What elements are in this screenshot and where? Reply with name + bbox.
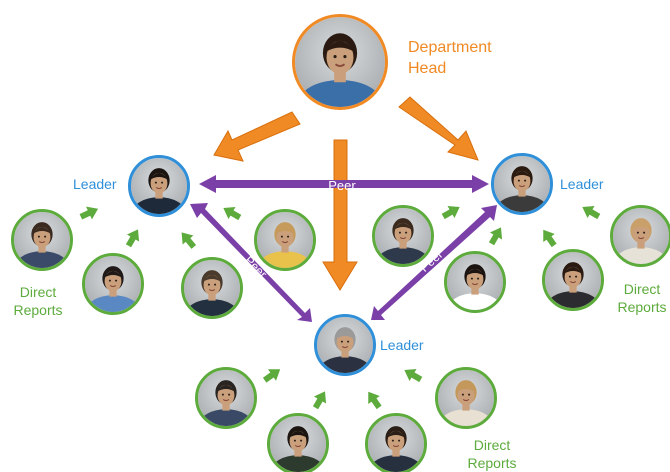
direct-reports-right-line2: Reports [617, 299, 666, 315]
green-arrow [543, 229, 557, 248]
department-head-label-line2: Head [408, 60, 446, 77]
direct-reports-left-line1: Direct [20, 284, 57, 300]
direct-reports-right-line1: Direct [624, 281, 661, 297]
peer-label-top: Peer [328, 178, 356, 193]
direct-report-photo-bottom-2 [267, 413, 329, 472]
green-arrow [312, 391, 327, 410]
direct-reports-left-line2: Reports [13, 302, 62, 318]
direct-reports-bottom-line1: Direct [474, 437, 511, 453]
labels: Department Head Leader Leader Leader Dir… [13, 39, 666, 471]
department-head-label-line1: Department [408, 39, 492, 56]
leader-label-left: Leader [73, 176, 117, 192]
green-arrow [79, 206, 99, 220]
leader-label-right: Leader [560, 176, 604, 192]
direct-report-photo-bottom-1 [195, 367, 257, 429]
direct-report-photo-right-3 [542, 249, 604, 311]
green-arrow [368, 391, 382, 410]
orange-arrows [213, 96, 479, 291]
green-arrow [181, 232, 197, 249]
arrow-head-to-right-leader [398, 96, 479, 161]
peer-arrow-leaders-horizontal [199, 175, 489, 193]
direct-report-photo-right-2 [444, 251, 506, 313]
direct-report-photo-right-1 [372, 205, 434, 267]
green-arrow [223, 206, 242, 221]
green-arrow [488, 227, 503, 246]
direct-reports-bottom-line2: Reports [467, 455, 516, 471]
direct-report-photo-left-1 [11, 209, 73, 271]
arrow-head-to-left-leader [213, 111, 301, 162]
green-arrow [582, 205, 601, 220]
direct-report-photo-right-4 [610, 205, 670, 267]
green-arrow [441, 205, 460, 220]
direct-report-photo-bottom-4 [435, 367, 497, 429]
leader-photo-left [128, 155, 190, 217]
direct-report-photo-left-3 [181, 257, 243, 319]
direct-report-photo-left-2 [82, 253, 144, 315]
department-head-photo [292, 14, 388, 110]
direct-report-photo-left-4 [254, 209, 316, 271]
green-arrow [125, 229, 140, 248]
direct-report-photo-bottom-3 [365, 413, 427, 472]
green-arrow [262, 369, 281, 383]
leader-photo-center [314, 314, 376, 376]
portraits [11, 14, 670, 472]
peer-arrow-left-to-center [190, 203, 312, 322]
green-arrow [404, 368, 423, 383]
leader-photo-right [491, 153, 553, 215]
peer-arrow-right-to-center [371, 205, 497, 320]
leader-label-center: Leader [380, 337, 424, 353]
arrow-head-to-center-leader [322, 139, 358, 291]
report-arrows [79, 205, 601, 410]
